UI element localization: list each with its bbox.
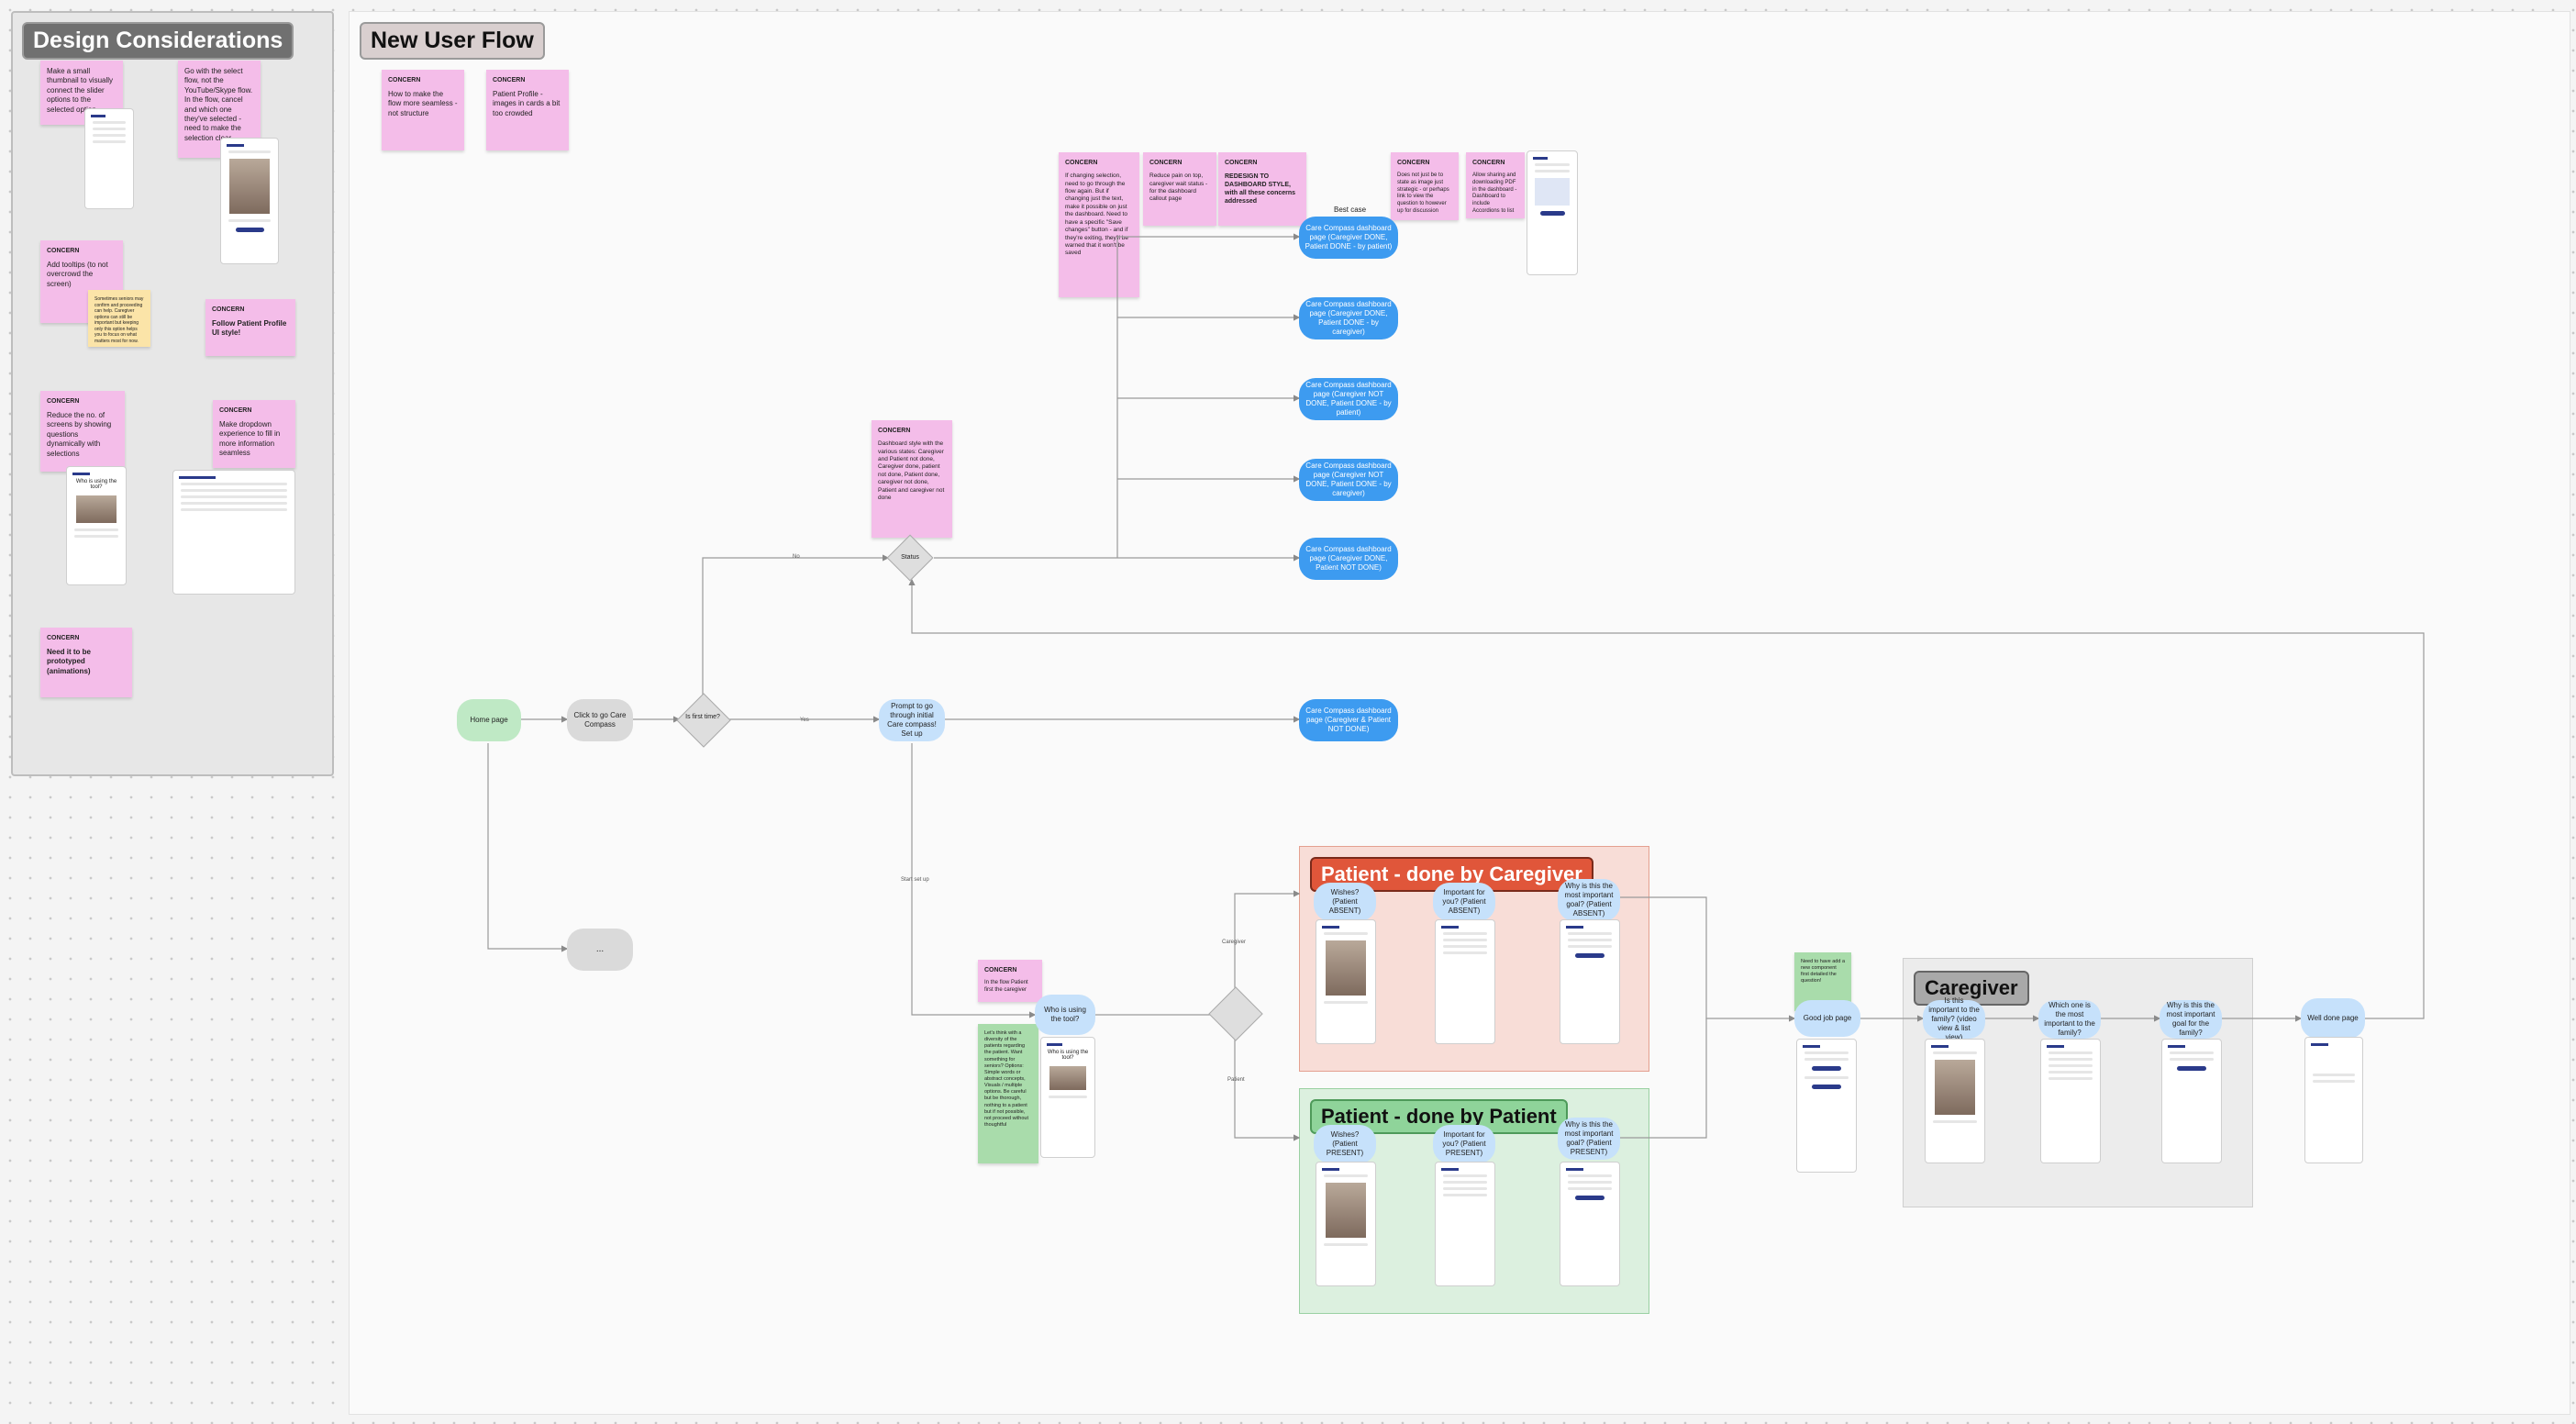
first-time-label: Is first time? (685, 714, 720, 720)
wireframe-thumbnail (220, 138, 279, 264)
edge-label-patient: Patient (1227, 1077, 1245, 1083)
patient-step-node[interactable]: Important for you? (Patient PRESENT) (1433, 1125, 1495, 1163)
dashboard-node[interactable]: Care Compass dashboard page (Caregiver D… (1299, 297, 1398, 339)
step-wireframe (1435, 919, 1495, 1044)
dashboard-node[interactable]: Care Compass dashboard page (Caregiver N… (1299, 459, 1398, 501)
prompt-setup-node[interactable]: Prompt to go through initial Care compas… (879, 699, 945, 741)
dashboard-node[interactable]: Care Compass dashboard page (Caregiver D… (1299, 217, 1398, 259)
caregiver-wireframe (2040, 1039, 2101, 1163)
well-done-node[interactable]: Well done page (2301, 998, 2365, 1039)
wireframe-thumbnail (172, 470, 295, 595)
edge-label-start-setup: Start set up (901, 877, 929, 883)
caregiver-wireframe (2161, 1039, 2222, 1163)
step-wireframe (1435, 1162, 1495, 1286)
step-wireframe (1560, 919, 1620, 1044)
who-uses-tool-wireframe: Who is using the tool? (1040, 1037, 1095, 1158)
new-user-flow-title[interactable]: New User Flow (360, 22, 545, 60)
dashboard-node[interactable]: Care Compass dashboard page (Caregiver D… (1299, 538, 1398, 580)
caregiver-step-node[interactable]: Wishes? (Patient ABSENT) (1314, 883, 1376, 921)
patient-step-node[interactable]: Why is this the most important goal? (Pa… (1558, 1118, 1620, 1160)
edge-label-caregiver: Caregiver (1222, 940, 1247, 945)
dashboard-node[interactable]: Care Compass dashboard page (Caregiver N… (1299, 378, 1398, 420)
edge-label-yes: Yes (800, 718, 809, 723)
caregiver-flow-node[interactable]: Which one is the most important to the f… (2038, 1000, 2101, 1039)
status-label: Status (901, 554, 919, 561)
note-sticky[interactable]: Sometimes seniors may confirm and procee… (88, 290, 150, 347)
step-wireframe (1316, 1162, 1376, 1286)
caregiver-step-node[interactable]: Why is this the most important goal? (Pa… (1558, 879, 1620, 921)
caregiver-step-node[interactable]: Important for you? (Patient ABSENT) (1433, 883, 1495, 921)
good-job-node[interactable]: Good job page (1794, 1000, 1860, 1037)
wireframe-thumbnail: Who is using the tool? (66, 466, 127, 585)
who-uses-tool-node[interactable]: Who is using the tool? (1035, 995, 1095, 1035)
caregiver-flow-node[interactable]: Is this important to the family? (video … (1923, 996, 1985, 1041)
step-wireframe (1560, 1162, 1620, 1286)
home-page-node[interactable]: Home page (457, 699, 521, 741)
ellipsis-node[interactable]: ... (567, 929, 633, 971)
design-considerations-title[interactable]: Design Considerations (22, 22, 294, 60)
edge-label-no: No (793, 554, 800, 560)
step-wireframe (1316, 919, 1376, 1044)
note-sticky-green[interactable]: Let's think with a diversity of the pati… (978, 1024, 1038, 1163)
well-done-wireframe (2304, 1037, 2363, 1163)
best-case-label: Best case (1334, 206, 1367, 214)
caregiver-flow-node[interactable]: Why is this the most important goal for … (2160, 1000, 2222, 1039)
caregiver-wireframe (1925, 1039, 1985, 1163)
good-job-wireframe (1796, 1039, 1857, 1173)
dashboard-not-done-node[interactable]: Care Compass dashboard page (Caregiver &… (1299, 699, 1398, 741)
click-care-compass-node[interactable]: Click to go Care Compass (567, 699, 633, 741)
dashboard-wireframe (1527, 150, 1578, 275)
wireframe-thumbnail (84, 108, 134, 209)
patient-step-node[interactable]: Wishes? (Patient PRESENT) (1314, 1125, 1376, 1163)
